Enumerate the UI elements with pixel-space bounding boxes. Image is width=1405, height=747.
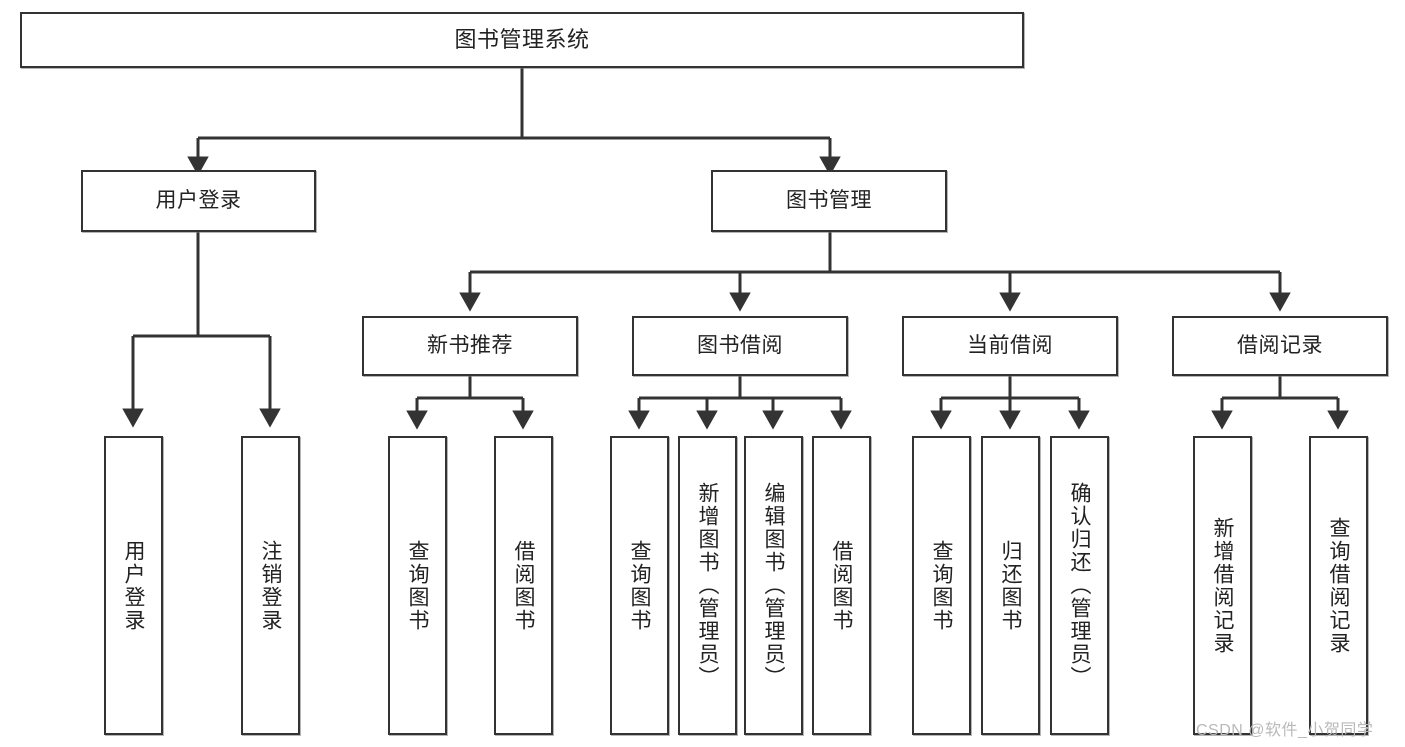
- node-leaf-borrow-book-1[interactable]: 借阅图书: [494, 436, 553, 735]
- node-leaf-logout[interactable]: 注销登录: [241, 436, 300, 735]
- node-leaf-query-book-1-label: 查询图书: [406, 539, 429, 632]
- node-leaf-logout-label: 注销登录: [259, 539, 282, 632]
- watermark: CSDN @软件_小贺同学: [1196, 722, 1374, 739]
- node-user-login-label: 用户登录: [155, 189, 242, 213]
- node-leaf-query-book-2[interactable]: 查询图书: [610, 436, 669, 735]
- node-book-borrow-label: 图书借阅: [697, 334, 783, 358]
- node-book-borrow[interactable]: 图书借阅: [632, 316, 848, 376]
- node-root[interactable]: 图书管理系统: [20, 12, 1024, 68]
- node-leaf-add-book[interactable]: 新增图书（管理员）: [678, 436, 737, 735]
- node-leaf-confirm-return-label: 确认归还（管理员）: [1068, 482, 1091, 689]
- node-borrow-record[interactable]: 借阅记录: [1172, 316, 1388, 376]
- node-current-borrow-label: 当前借阅: [967, 334, 1053, 358]
- node-leaf-user-login[interactable]: 用户登录: [104, 436, 163, 735]
- node-book-manage-label: 图书管理: [786, 189, 872, 213]
- node-leaf-query-record-label: 查询借阅记录: [1327, 516, 1350, 655]
- node-leaf-query-book-1[interactable]: 查询图书: [388, 436, 447, 735]
- node-leaf-add-record-label: 新增借阅记录: [1211, 516, 1234, 655]
- node-leaf-edit-book-label: 编辑图书（管理员）: [762, 482, 785, 689]
- node-leaf-borrow-book-2[interactable]: 借阅图书: [812, 436, 871, 735]
- node-leaf-query-book-3-label: 查询图书: [930, 539, 953, 632]
- node-leaf-query-book-2-label: 查询图书: [628, 539, 651, 632]
- node-leaf-borrow-book-1-label: 借阅图书: [512, 539, 535, 632]
- node-new-book-rec-label: 新书推荐: [427, 334, 513, 358]
- node-book-manage[interactable]: 图书管理: [711, 170, 947, 232]
- node-leaf-add-book-label: 新增图书（管理员）: [696, 482, 719, 689]
- node-leaf-query-record[interactable]: 查询借阅记录: [1309, 436, 1368, 735]
- node-leaf-user-login-label: 用户登录: [122, 539, 145, 632]
- node-user-login[interactable]: 用户登录: [81, 170, 316, 232]
- node-new-book-rec[interactable]: 新书推荐: [362, 316, 578, 376]
- node-leaf-return-book-label: 归还图书: [999, 539, 1022, 632]
- node-leaf-borrow-book-2-label: 借阅图书: [830, 539, 853, 632]
- node-leaf-confirm-return[interactable]: 确认归还（管理员）: [1050, 436, 1109, 735]
- node-borrow-record-label: 借阅记录: [1237, 334, 1323, 358]
- node-leaf-edit-book[interactable]: 编辑图书（管理员）: [744, 436, 803, 735]
- node-leaf-return-book[interactable]: 归还图书: [981, 436, 1040, 735]
- node-leaf-query-book-3[interactable]: 查询图书: [912, 436, 971, 735]
- node-root-label: 图书管理系统: [454, 26, 590, 52]
- node-leaf-add-record[interactable]: 新增借阅记录: [1193, 436, 1252, 735]
- node-current-borrow[interactable]: 当前借阅: [902, 316, 1118, 376]
